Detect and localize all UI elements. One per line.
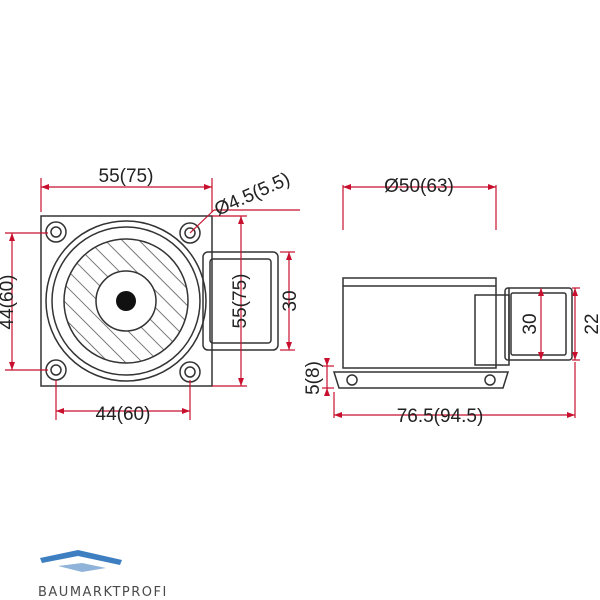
magnet-body-inner [51, 226, 201, 376]
dim-bottom-width: 44(60) [96, 404, 151, 425]
bracket-side [474, 294, 510, 366]
logo-text: BAUMARKTPROFI [38, 585, 168, 600]
dim-diameter: Ø50(63) [384, 176, 454, 197]
mount-hole-bottom-left [45, 359, 67, 381]
baumarktprofi-logo: BAUMARKTPROFI [38, 550, 168, 600]
dim-top-width: 55(75) [99, 166, 154, 187]
dim-total-height: 22 [582, 313, 600, 334]
mount-hole-top-left [45, 221, 67, 243]
dim-base-thickness: 5(8) [303, 361, 324, 395]
center-hole [116, 291, 136, 311]
dimension-arrows [9, 184, 578, 418]
magnet-body-side [342, 277, 497, 369]
dim-body-height: 55(75) [230, 274, 251, 329]
base-plate [40, 215, 213, 387]
dimension-lines [5, 178, 580, 420]
mount-hole-bottom-right [179, 361, 201, 383]
dim-mount-height-front: 30 [280, 290, 301, 311]
side-view [332, 277, 573, 389]
roof-icon [40, 550, 122, 565]
dim-total-length: 76.5(94.5) [397, 406, 484, 427]
dim-mount-height-side: 30 [520, 313, 541, 334]
front-view [40, 215, 279, 387]
dim-hole-diameter: Ø4.5(5.5) [211, 169, 293, 221]
dim-side-height: 44(60) [0, 275, 18, 330]
magnet-body-outer [45, 220, 207, 382]
mount-hole-top-right [179, 222, 201, 244]
base-flange [332, 371, 510, 389]
